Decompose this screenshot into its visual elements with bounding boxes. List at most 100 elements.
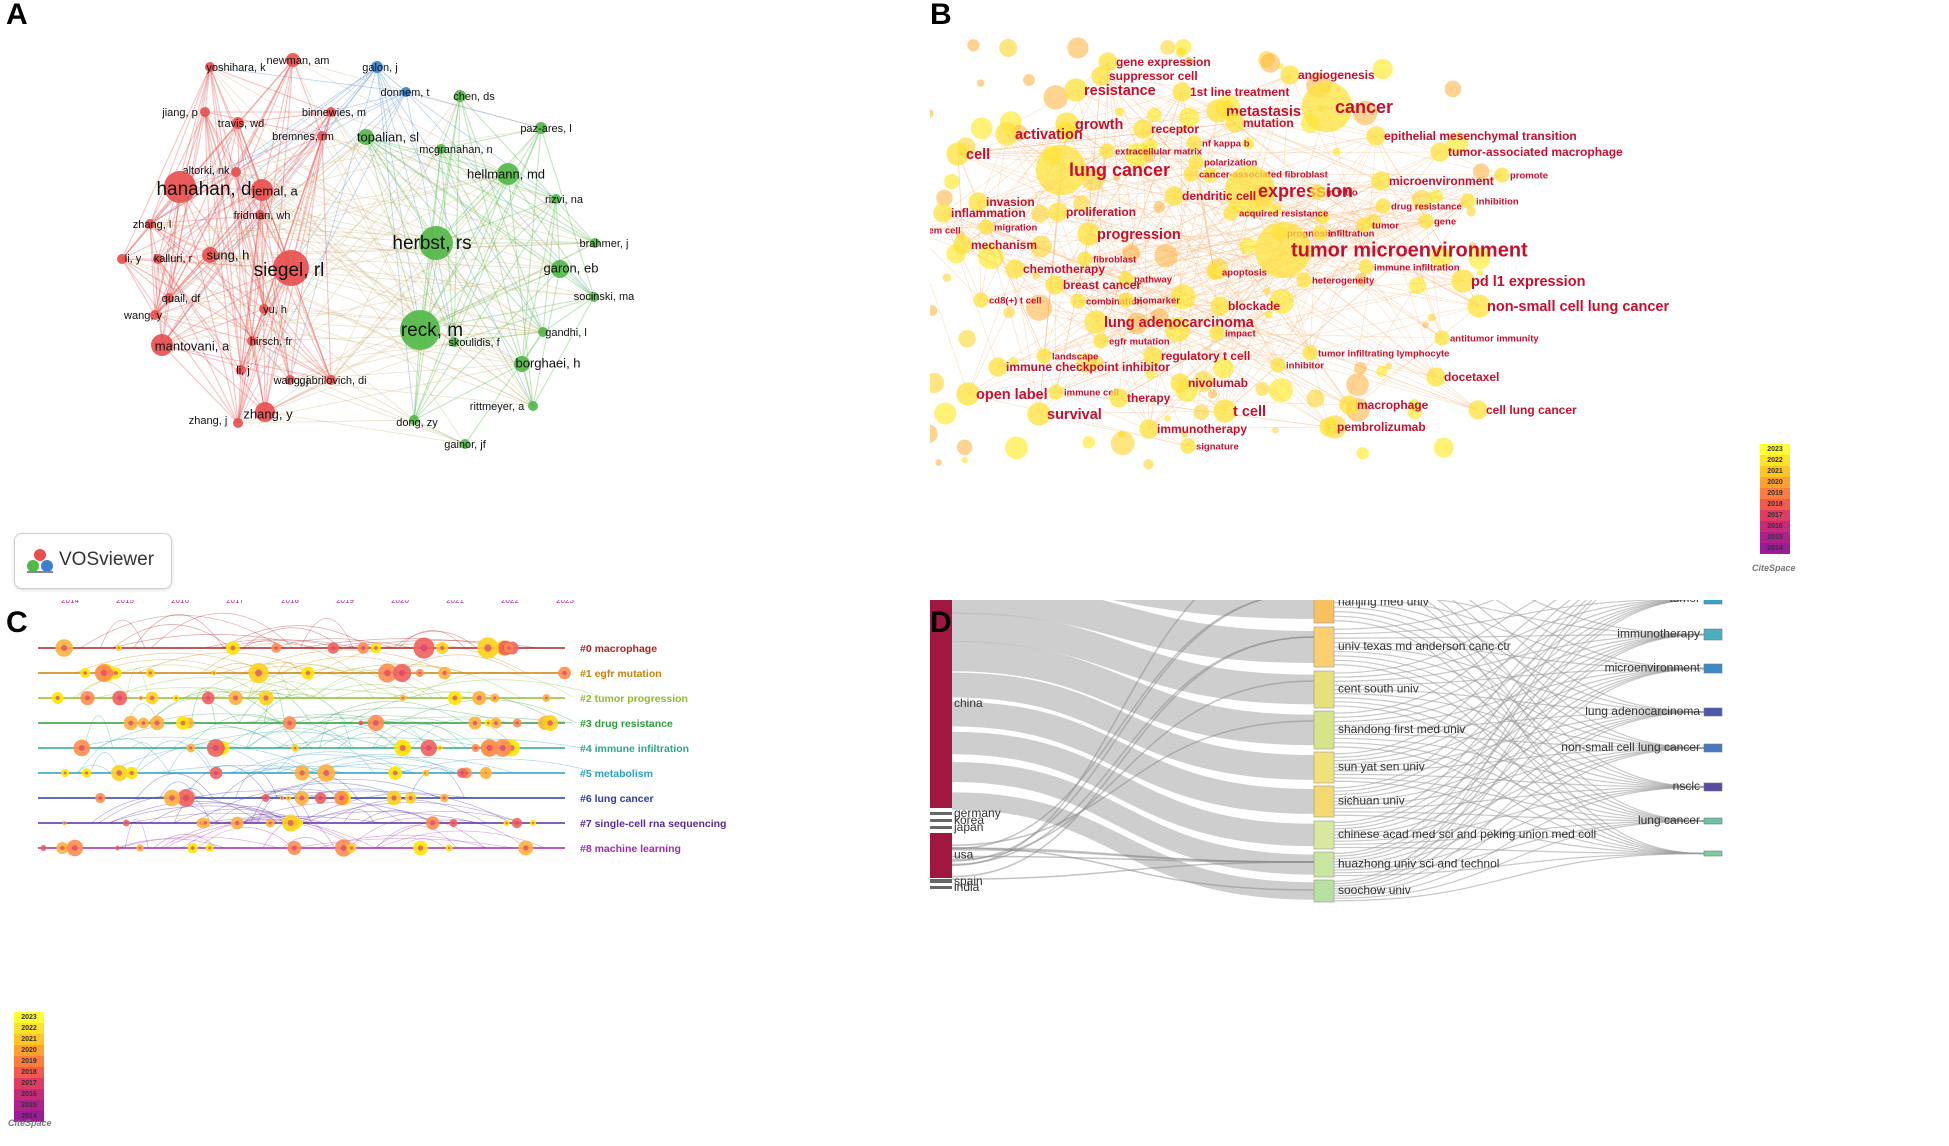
author-node-topalian-sl[interactable] [358,129,374,145]
author-node-dong-zy[interactable] [409,415,419,425]
keyword-node-cancer-associated-fibroblast[interactable] [1183,166,1199,182]
country-node-india[interactable] [930,886,952,889]
keyword-node-promote[interactable] [1494,167,1510,183]
author-node-newman-am[interactable] [286,53,300,67]
author-node-mantovani-a[interactable] [151,334,173,356]
keyword-node-antitumor-immunity[interactable] [1434,330,1450,346]
keyword-node-heterogeneity[interactable] [1296,272,1312,288]
keyword-node-lung-adenocarcinoma[interactable] [1703,707,1723,717]
keyword-node-immune-infiltration[interactable] [1358,259,1374,275]
keyword-node-signature[interactable] [1180,438,1196,454]
keyword-node-cell-lung-cancer[interactable] [1468,400,1488,420]
keyword-node-non-small-cell-lung-cancer[interactable] [1703,743,1723,753]
keyword-node-apoptosis[interactable] [1206,264,1222,280]
keyword-node-polarization[interactable] [1188,154,1204,170]
keyword-node-docetaxel[interactable] [1426,367,1446,387]
keyword-node-tumor[interactable] [1703,600,1723,605]
author-node-gandhi-l[interactable] [538,327,548,337]
keyword-node-mechanism[interactable] [953,235,973,255]
keyword-node-open-label[interactable] [956,382,980,406]
author-node-chen-ds[interactable] [454,90,466,102]
author-node-garon-eb[interactable] [551,260,569,278]
keyword-node-impact[interactable] [1209,325,1225,341]
keyword-node-receptor[interactable] [1133,119,1153,139]
keyword-node-epithelial-mesenchymal-transition[interactable] [1366,126,1386,146]
keyword-node-progression[interactable] [1077,222,1101,246]
institution-node-shandong-first-med-univ[interactable] [1313,710,1335,750]
author-node-bremnes-rm[interactable] [317,131,327,141]
keyword-node-regulatory-t-cell[interactable] [1143,346,1163,366]
author-node-li-j[interactable] [236,365,246,375]
author-node-kalluri-r[interactable] [153,254,163,264]
author-node-hellmann-md[interactable] [497,163,519,185]
author-node-gainor-jf[interactable] [460,439,470,449]
keyword-node-blockade[interactable] [1210,296,1230,316]
author-node-gabrilovich-di[interactable] [326,375,336,385]
keyword-node-gene[interactable] [1418,213,1434,229]
institution-node-nanjing-med-univ[interactable] [1313,600,1335,624]
institution-node-cent-south-univ[interactable] [1313,670,1335,709]
keyword-node-non-small-cell-lung-cancer[interactable] [1467,294,1491,318]
keyword-node-cell[interactable] [946,142,970,166]
author-node-mcgranahan-n[interactable] [436,144,446,154]
author-node-skoulidis-f[interactable] [449,337,459,347]
keyword-node-pembrolizumab[interactable] [1319,417,1339,437]
author-node-rizvi-na[interactable] [551,194,561,204]
keyword-node-growth[interactable] [1055,112,1079,136]
author-node-zhang-y[interactable] [255,402,275,422]
keyword-node-biomarker[interactable] [1118,292,1134,308]
country-node-spain[interactable] [930,879,952,883]
author-node-yu-h[interactable] [259,304,269,314]
author-node-brahmer-j[interactable] [590,238,600,248]
author-node-reck-m[interactable] [400,310,440,350]
institution-node-chinese-acad-med-sci-and-peking-union-med-coll[interactable] [1313,820,1335,850]
institution-node-univ-texas-md-anderson-canc-ctr[interactable] [1313,626,1335,668]
author-node-siegel-rl[interactable] [273,250,309,286]
country-node-china[interactable] [930,600,952,808]
keyword-node-inhibition[interactable] [1460,193,1476,209]
keyword-node-landscape[interactable] [1036,348,1052,364]
institution-node-sichuan-univ[interactable] [1313,785,1335,818]
author-node-altorki-nk[interactable] [231,167,241,177]
keyword-node-fibroblast[interactable] [1077,251,1093,267]
keyword-node-tumor[interactable] [1356,217,1372,233]
keyword-node-mutation[interactable] [1225,113,1245,133]
keyword-node-combination[interactable] [1070,293,1086,309]
institution-node-huazhong-univ-sci-and-technol[interactable] [1313,851,1335,878]
author-node-travis-wd[interactable] [232,117,244,129]
keyword-node-cd8-t-cell[interactable] [973,292,989,308]
keyword-node-tumor-microenvironment[interactable] [1255,222,1311,278]
author-node-donnem-t[interactable] [401,87,411,97]
keyword-node-migration[interactable] [978,219,994,235]
author-node-li-y[interactable] [117,254,127,264]
author-node-borghaei-h[interactable] [514,356,530,372]
keyword-node-cancer[interactable] [1301,81,1353,133]
keyword-node-metastasis[interactable] [1206,99,1230,123]
author-node-sung-h[interactable] [202,247,218,263]
author-node-herbst-rs[interactable] [419,226,453,260]
keyword-node-angiogenesis[interactable] [1280,65,1300,85]
keyword-node-dendritic-cell[interactable] [1164,186,1184,206]
keyword-node-1st-line-treatment[interactable] [1172,82,1192,102]
keyword-node-infiltration[interactable] [1312,225,1328,241]
keyword-node-activation[interactable] [995,122,1019,146]
keyword-node-proliferation[interactable] [1048,202,1068,222]
author-node-yoshihara-k[interactable] [205,62,215,72]
keyword-node-tumor-infiltrating-lymphocyte[interactable] [1302,345,1318,361]
keyword-node-inhibitor[interactable] [1270,357,1286,373]
keyword-node-expression[interactable] [1224,165,1276,217]
keyword-node-nf-kappa-b[interactable] [1186,135,1202,151]
author-node-hirsch-fr[interactable] [247,336,257,346]
keyword-node-lung-adenocarcinoma[interactable] [1084,310,1108,334]
keyword-node-immune-cell[interactable] [1048,384,1064,400]
institution-node-sun-yat-sen-univ[interactable] [1313,751,1335,784]
keyword-node-pathway[interactable] [1118,271,1134,287]
keyword-node-breast-cancer[interactable] [1045,275,1065,295]
author-node-paz-ares-l[interactable] [535,122,547,134]
keyword-node-unlabeled[interactable] [1703,850,1723,857]
keyword-node-extracellular-matrix[interactable] [1099,143,1115,159]
author-node-jiang-p[interactable] [200,107,210,117]
keyword-node-t-cell[interactable] [1213,399,1237,423]
keyword-node-survival[interactable] [1027,402,1051,426]
keyword-node-nsclc[interactable] [1703,782,1723,792]
